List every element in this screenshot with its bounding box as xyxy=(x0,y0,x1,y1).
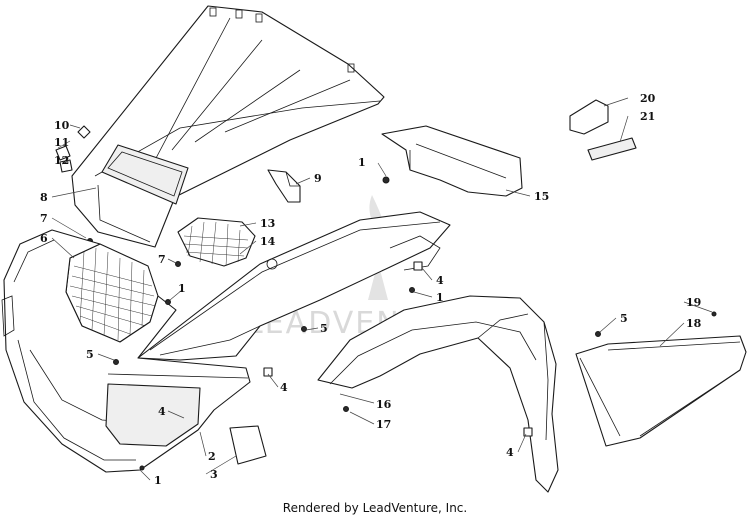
callout-17[interactable]: 17 xyxy=(376,418,391,431)
callout-1[interactable]: 1 xyxy=(358,156,366,169)
callout-4[interactable]: 4 xyxy=(506,446,514,459)
callout-7[interactable]: 7 xyxy=(40,212,48,225)
callout-5[interactable]: 5 xyxy=(620,312,628,325)
callout-12[interactable]: 12 xyxy=(54,154,69,167)
part-side-box[interactable] xyxy=(575,335,747,447)
callout-5[interactable]: 5 xyxy=(86,348,94,361)
callout-10[interactable]: 10 xyxy=(54,119,70,132)
callout-7[interactable]: 7 xyxy=(158,253,166,266)
fasteners xyxy=(113,176,717,471)
part-fender[interactable] xyxy=(317,295,559,493)
footer-credit: Rendered by LeadVenture, Inc. xyxy=(282,501,468,515)
callout-6[interactable]: 6 xyxy=(40,232,48,245)
part-front-fascia[interactable] xyxy=(1,229,251,473)
callout-16[interactable]: 16 xyxy=(376,398,392,411)
callout-9[interactable]: 9 xyxy=(314,172,322,185)
callout-14[interactable]: 14 xyxy=(260,235,276,248)
part-21-strip[interactable] xyxy=(587,137,637,161)
part-20-decal[interactable] xyxy=(569,99,609,135)
leader-lines xyxy=(51,97,713,481)
part-inner-bracket[interactable] xyxy=(381,125,523,197)
callout-21[interactable]: 21 xyxy=(640,110,655,123)
callout-1[interactable]: 1 xyxy=(178,282,186,295)
callout-1[interactable]: 1 xyxy=(154,474,162,487)
callout-3[interactable]: 3 xyxy=(210,468,218,481)
callout-labels: 1 1 1 1 1 2 3 4 4 4 4 5 5 5 6 7 7 8 9 10… xyxy=(40,92,702,487)
callout-4[interactable]: 4 xyxy=(436,274,444,287)
callout-1[interactable]: 1 xyxy=(436,291,444,304)
callout-19[interactable]: 19 xyxy=(686,296,701,309)
part-grille-insert[interactable] xyxy=(177,217,256,267)
callout-15[interactable]: 15 xyxy=(534,190,549,203)
part-splash-plate[interactable] xyxy=(229,425,267,465)
callout-5[interactable]: 5 xyxy=(320,322,328,335)
part-hood[interactable] xyxy=(71,5,385,248)
callout-2[interactable]: 2 xyxy=(208,450,216,463)
bolt-7-lower[interactable] xyxy=(175,261,181,267)
callout-8[interactable]: 8 xyxy=(40,191,48,204)
hardware-10-11-12[interactable] xyxy=(55,125,91,173)
part-hood-bracket[interactable] xyxy=(267,169,301,203)
callout-4[interactable]: 4 xyxy=(158,405,166,418)
callout-13[interactable]: 13 xyxy=(260,217,275,230)
callout-18[interactable]: 18 xyxy=(686,317,702,330)
callout-20[interactable]: 20 xyxy=(640,92,656,105)
callout-4[interactable]: 4 xyxy=(280,381,288,394)
callout-11[interactable]: 11 xyxy=(54,136,69,149)
